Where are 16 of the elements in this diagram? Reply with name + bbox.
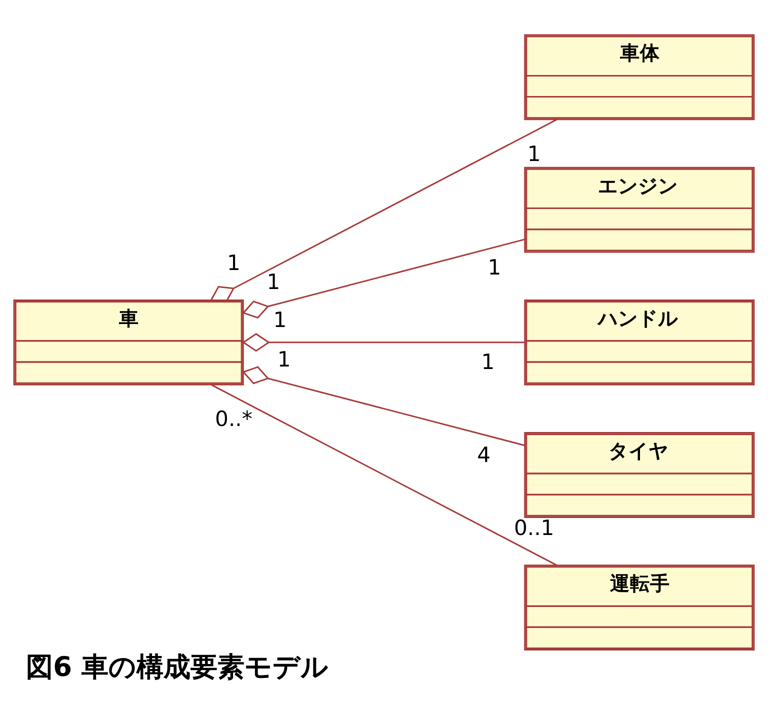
label: 1 [227, 250, 240, 275]
connector [242, 332, 524, 352]
connector [242, 366, 525, 446]
label: 1 [277, 346, 291, 371]
label: 1 [266, 268, 280, 294]
connector [242, 238, 525, 318]
label: 0..1 [514, 514, 554, 540]
label: 1 [481, 348, 495, 374]
caption: 図6 車の構成要素モデル [26, 652, 328, 682]
label: 1 [273, 306, 287, 332]
label: 0..* [215, 405, 252, 430]
label: 1 [488, 254, 502, 280]
label: 4 [477, 442, 491, 467]
connector [210, 384, 558, 566]
label: 1 [527, 140, 541, 166]
connector [210, 118, 558, 302]
